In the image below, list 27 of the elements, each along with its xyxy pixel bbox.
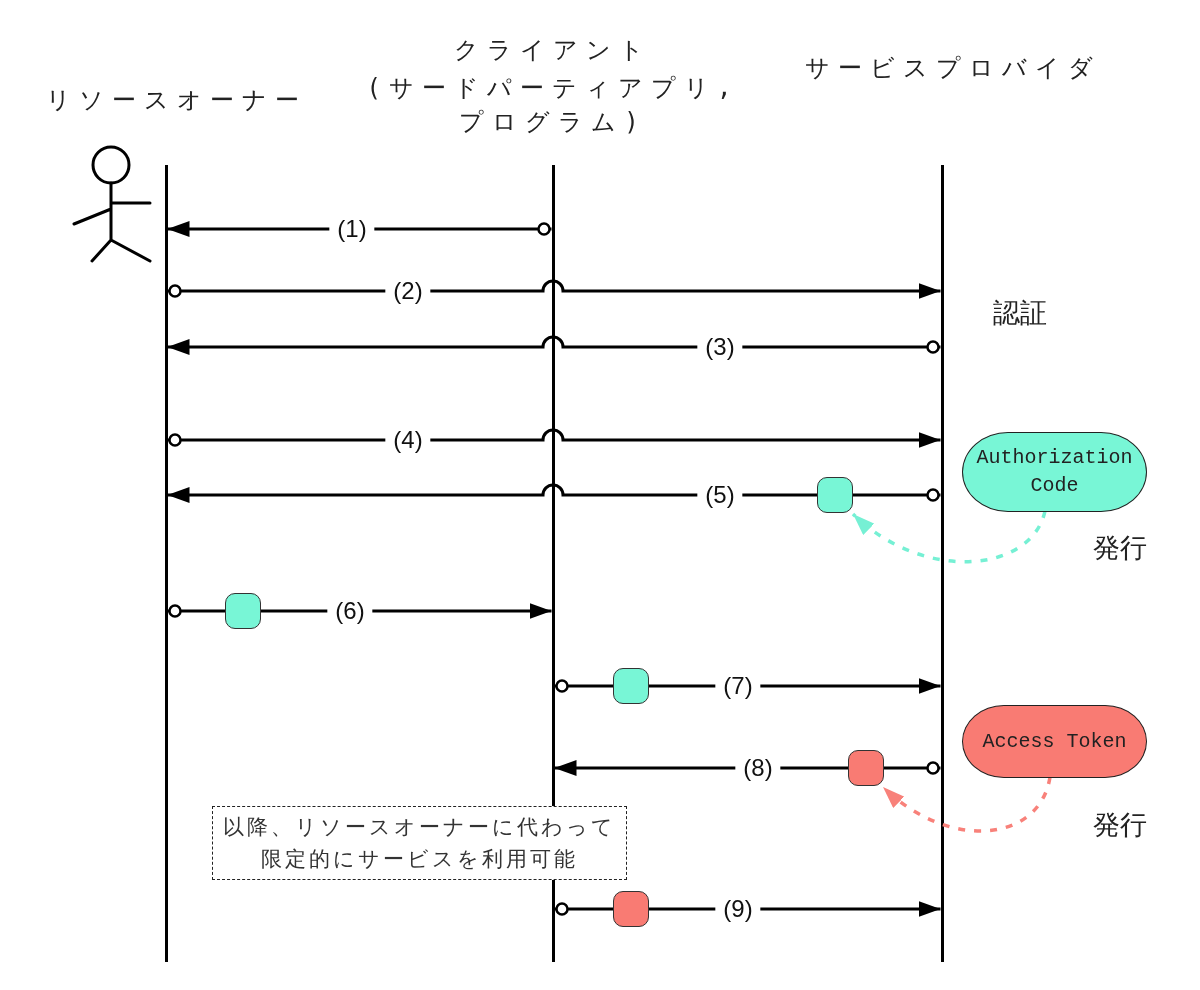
message-arrow	[167, 429, 941, 448]
message-arrow	[649, 678, 941, 694]
side-note: 認証	[993, 296, 1047, 330]
token-box	[613, 668, 649, 704]
note-box: 以降、リソースオーナーに代わって限定的にサービスを利用可能	[212, 806, 627, 880]
message-arrow	[167, 483, 817, 503]
message-arrow	[554, 760, 848, 776]
lifeline	[164, 165, 168, 962]
message-arrow	[167, 221, 552, 237]
token-box	[613, 891, 649, 927]
participant-label: クライアント	[454, 35, 652, 66]
side-note: 発行	[1093, 808, 1147, 842]
token-bubble: Authorization Code	[962, 432, 1147, 512]
lifeline	[940, 165, 944, 962]
message-arrow	[261, 603, 552, 619]
participant-label: (サードパーティアプリ,プログラム)	[365, 73, 741, 138]
message-arrow	[167, 336, 941, 355]
participant-label: リソースオーナー	[45, 85, 307, 116]
curved-arrow	[881, 776, 1052, 833]
token-box	[225, 593, 261, 629]
message-arrow	[649, 901, 941, 917]
token-bubble: Access Token	[962, 705, 1147, 778]
message-arrow	[167, 280, 941, 299]
side-note: 発行	[1093, 531, 1147, 565]
token-box	[817, 477, 853, 513]
token-box	[848, 750, 884, 786]
participant-label: サービスプロバイダ	[805, 53, 1101, 84]
